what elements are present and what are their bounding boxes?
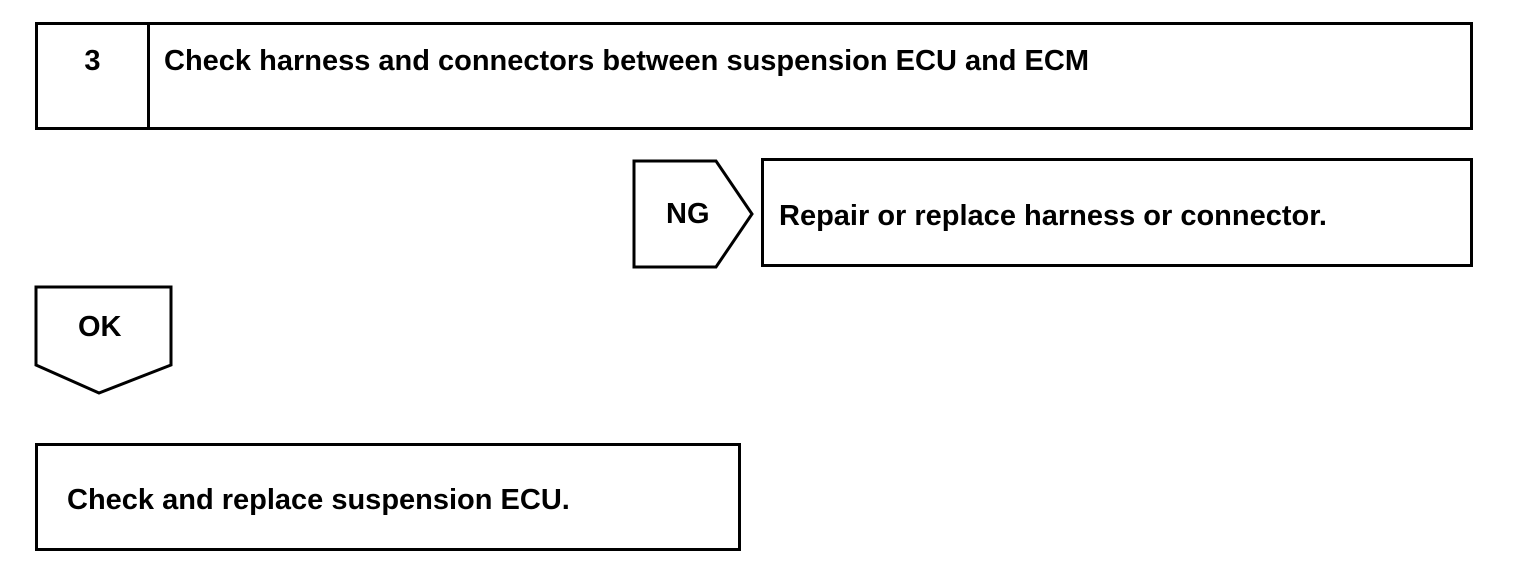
step-number: 3 xyxy=(84,45,101,77)
step-number-cell: 3 xyxy=(38,25,150,127)
step-title: Check harness and connectors between sus… xyxy=(164,45,1089,77)
ok-arrow-shape xyxy=(34,285,173,395)
ok-label: OK xyxy=(78,311,122,343)
ng-result-box: Repair or replace harness or connector. xyxy=(761,158,1473,267)
final-action-text: Check and replace suspension ECU. xyxy=(67,484,570,516)
step-box: 3 Check harness and connectors between s… xyxy=(35,22,1473,130)
final-action-box: Check and replace suspension ECU. xyxy=(35,443,741,551)
ng-result-text: Repair or replace harness or connector. xyxy=(779,200,1327,232)
ng-label: NG xyxy=(666,198,710,230)
ng-arrow-shape xyxy=(632,159,754,269)
